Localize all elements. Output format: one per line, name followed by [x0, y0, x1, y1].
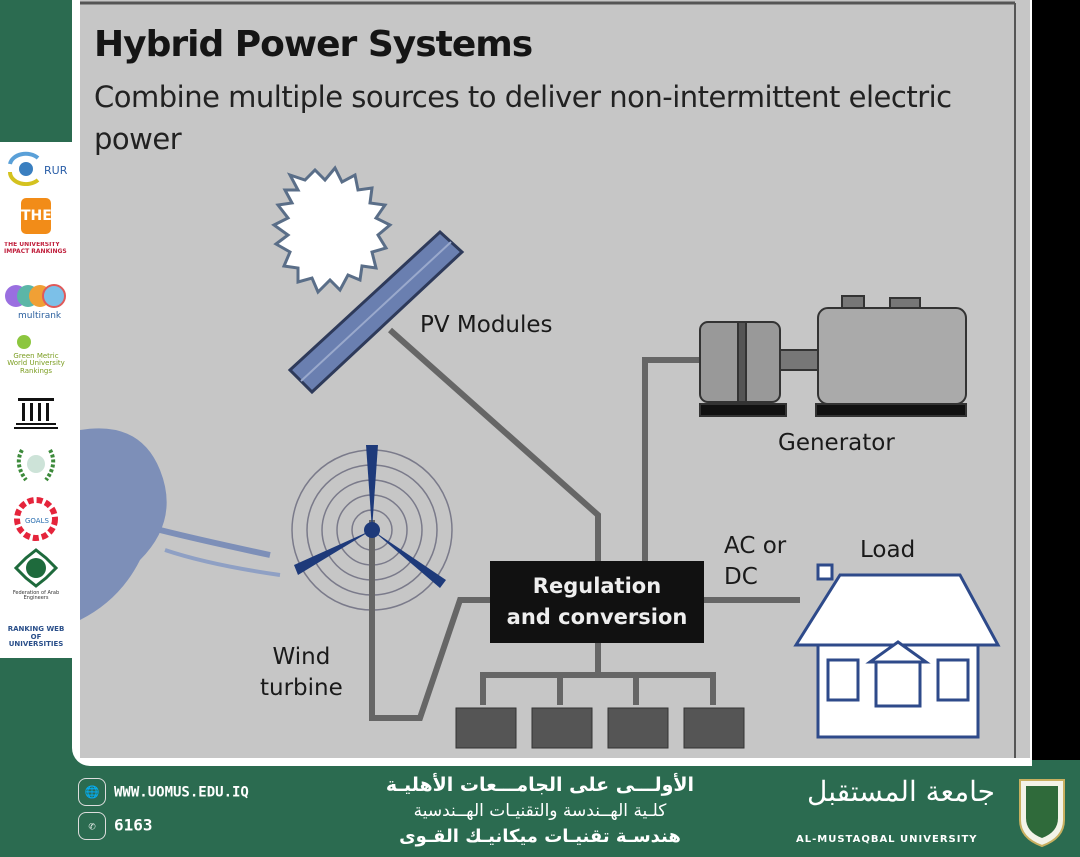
- phone-icon: ✆: [78, 812, 106, 840]
- slide-subtitle: Combine multiple sources to deliver non-…: [94, 80, 952, 156]
- the-impact-logo: THE UNIVERSITY IMPACT RANKINGS: [4, 242, 67, 255]
- footer-contact: 🌐 WWW.UOMUS.EDU.IQ ✆ 6163: [78, 778, 249, 840]
- footer-arabic-text: الأولـــى على الجامـــعات الأهليـة كلـية…: [300, 772, 780, 850]
- university-logo: جامعة المستقبل AL-MUSTAQBAL UNIVERSITY: [790, 772, 1070, 852]
- university-crest-icon: [1019, 779, 1065, 848]
- generator-label: Generator: [778, 430, 895, 456]
- pv-modules-label: PV Modules: [420, 312, 553, 338]
- house-icon: [793, 563, 1001, 739]
- wind-turbine-label: Wind turbine: [260, 644, 343, 701]
- ranking-sidebar: RUR THE THE UNIVERSITY IMPACT RANKINGS m…: [0, 142, 72, 658]
- slide-title: Hybrid Power Systems: [94, 24, 533, 65]
- website-link[interactable]: WWW.UOMUS.EDU.IQ: [114, 784, 249, 801]
- wind-turbine-icon: [291, 445, 453, 720]
- regulation-label: Regulation and conversion: [506, 574, 688, 629]
- university-name-arabic: جامعة المستقبل: [806, 775, 995, 808]
- arab-universities-logo: [4, 442, 68, 491]
- footer-line-1: الأولـــى على الجامـــعات الأهليـة: [385, 774, 695, 796]
- footer-line-2: كلـية الهــندسة والتقنيـات الهــندسية: [413, 801, 667, 821]
- institution-logo: [4, 394, 68, 433]
- globe-icon: 🌐: [78, 778, 106, 806]
- svg-text:RUR: RUR: [44, 164, 68, 177]
- svg-text:GOALS: GOALS: [25, 517, 49, 525]
- battery-bank-icon: [455, 707, 745, 749]
- phone-number: 6163: [114, 815, 153, 835]
- svg-text:multirank: multirank: [18, 311, 62, 321]
- greenmetric-logo: Green Metric World University Rankings: [4, 334, 68, 376]
- multirank-logo: multirank: [4, 282, 68, 327]
- generator-icon: [699, 295, 967, 417]
- webometrics-logo: RANKING WEB OF UNIVERSITIES: [7, 626, 65, 649]
- rur-logo: RUR: [4, 150, 68, 189]
- load-label: Load: [860, 537, 916, 563]
- wind-face-icon: [80, 428, 281, 620]
- regulation-conversion-box: Regulation and conversion: [490, 561, 704, 643]
- right-edge: [1032, 0, 1080, 760]
- footer-line-3: هندسـة تقنيـات ميكانيـك القـوى: [399, 826, 681, 847]
- hybrid-power-diagram: [80, 1, 1016, 758]
- sdg-logo: GOALS: [4, 496, 68, 545]
- university-name-english: AL-MUSTAQBAL UNIVERSITY: [796, 834, 978, 845]
- the-logo: THE: [4, 198, 68, 234]
- ac-dc-label: AC or DC: [724, 533, 787, 590]
- sun-icon: [271, 165, 393, 295]
- pv-panel-icon: [287, 229, 465, 395]
- arab-engineers-logo: Federation of Arab Engineers: [4, 548, 68, 602]
